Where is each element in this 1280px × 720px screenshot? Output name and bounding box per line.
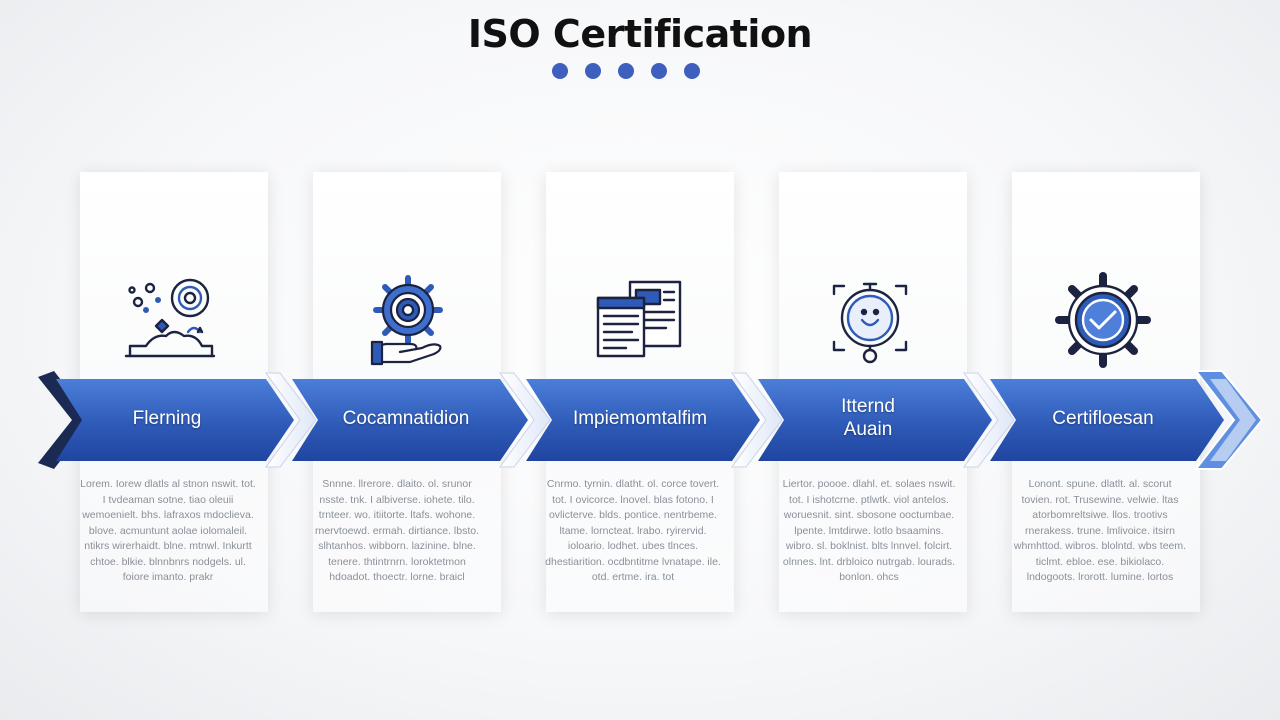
dot	[684, 63, 700, 79]
dot	[585, 63, 601, 79]
step-label-implementation: Impiemomtalfim	[572, 407, 708, 429]
step-description-4: Liertor. poooe. dlahl. et. solaes nswit.…	[782, 478, 956, 583]
audit-stopwatch-icon	[822, 272, 918, 368]
documents-icon	[592, 272, 688, 368]
dot	[618, 63, 634, 79]
planning-tools-icon	[122, 272, 218, 368]
step-description-3: Cnrmo. tyrnin. dlatht. ol. corce tovert.…	[545, 478, 721, 583]
gear-hand-icon	[360, 272, 456, 368]
certification-gear-icon	[1055, 272, 1151, 368]
title-dots	[552, 63, 700, 79]
step-label-certification: Certifloesan	[1052, 407, 1154, 429]
step-description-1: Lorem. Iorew dlatls al stnon nswit. tot.…	[80, 478, 256, 583]
dot	[552, 63, 568, 79]
step-description-2: Snnne. llrerore. dlaito. ol. srunor nsst…	[315, 478, 479, 583]
page-title: ISO Certification	[467, 12, 813, 56]
step-label-internal-audit: Itternd Auain	[841, 396, 895, 440]
process-arrow-band	[0, 365, 1280, 475]
step-label-documentation: Cocamnatidion	[342, 407, 470, 429]
dot	[651, 63, 667, 79]
step-label-planning: Flerning	[132, 407, 202, 429]
step-description-5: Lonont. spune. dlatlt. al. scorut tovien…	[1013, 478, 1187, 583]
